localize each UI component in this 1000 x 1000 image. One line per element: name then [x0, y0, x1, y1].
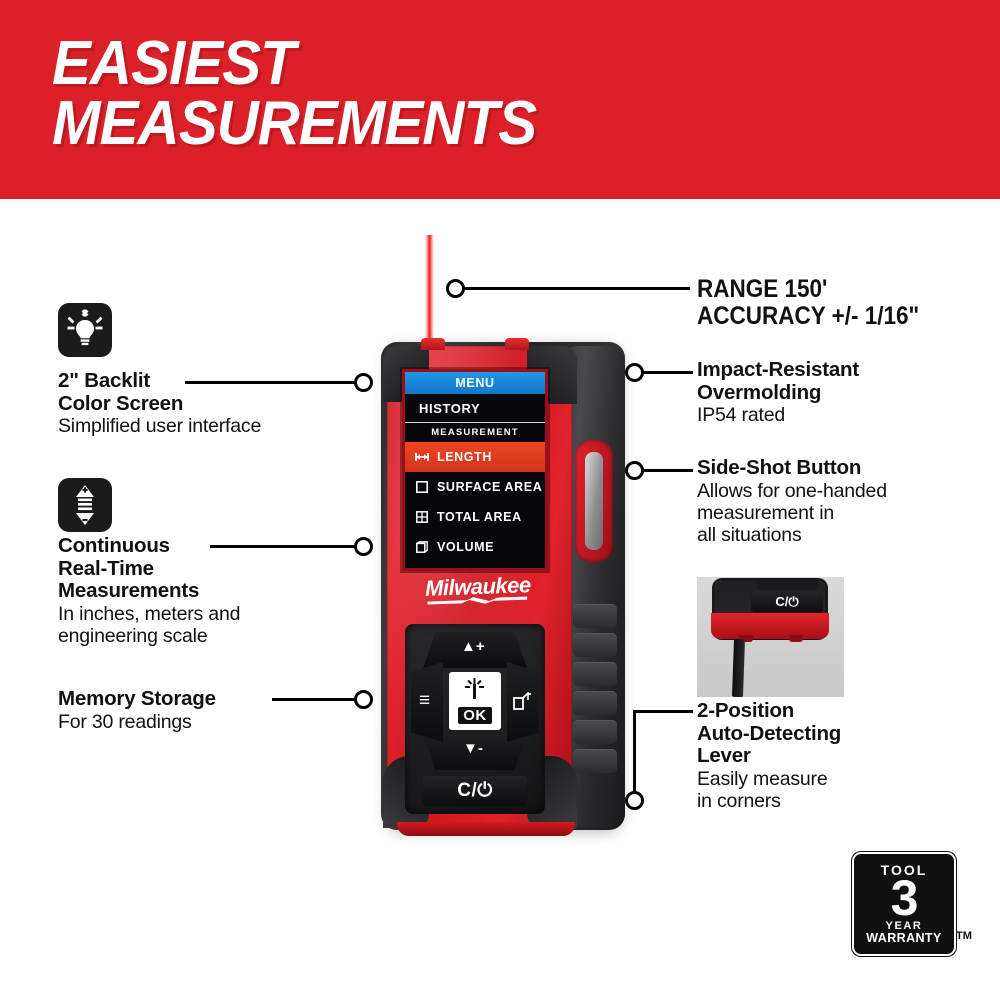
- header-band: [0, 0, 1000, 199]
- laser-emitter-nub-left: [421, 338, 445, 350]
- leader-line-overmolding: [643, 371, 693, 374]
- reference-corner-icon: [513, 691, 532, 716]
- up-button-label: ▲+: [461, 638, 485, 655]
- device-keypad: ▲+ ▼- ≡: [405, 624, 545, 814]
- device-screen: MENU HISTORY MEASUREMENT LENGTH: [405, 372, 545, 568]
- leader-line-range: [464, 287, 690, 290]
- leader-line-backlit: [185, 381, 357, 384]
- up-button[interactable]: [423, 632, 527, 668]
- device-grip-ribs: [573, 604, 617, 804]
- continuous-measure-arrow-icon: [58, 478, 112, 532]
- leader-line-lever-horizontal: [633, 710, 693, 713]
- leader-dot-overmolding: [625, 363, 644, 382]
- ok-button-label: OK: [458, 707, 492, 724]
- callout-title: Memory Storage: [58, 687, 216, 710]
- callout-subtitle: In inches, meters and engineering scale: [58, 602, 241, 647]
- down-button-label: ▼-: [463, 740, 483, 757]
- callout-title: Impact-Resistant Overmolding: [697, 358, 859, 404]
- callout-subtitle: IP54 rated: [697, 404, 785, 427]
- screen-item-label: TOTAL AREA: [437, 510, 522, 524]
- leader-dot-range: [446, 279, 465, 298]
- callout-memory-storage: Memory Storage For 30 readings: [58, 687, 216, 733]
- callout-title: 2" Backlit Color Screen: [58, 369, 184, 415]
- callout-title: RANGE 150' ACCURACY +/- 1/16": [697, 275, 920, 330]
- inset-extended-lever: [731, 638, 746, 697]
- leader-line-memory: [272, 698, 357, 701]
- leader-dot-memory: [354, 690, 373, 709]
- callout-subtitle: Easily measure in corners: [697, 767, 828, 812]
- leader-line-side-shot: [643, 469, 693, 472]
- device-side-panel: [563, 346, 625, 828]
- device-bottom-lever-lip: [397, 822, 575, 836]
- callout-impact-resistant-overmolding: Impact-Resistant Overmolding IP54 rated: [697, 358, 859, 427]
- screen-item-volume[interactable]: VOLUME: [405, 532, 545, 562]
- warranty-tool-label: TOOL: [880, 861, 928, 878]
- callout-continuous-measurements: Continuous Real-Time Measurements In inc…: [58, 534, 241, 647]
- screen-history-item[interactable]: HISTORY: [405, 394, 545, 422]
- lever-inset-photo: C/⏻: [697, 577, 844, 697]
- screen-item-label: SURFACE AREA: [437, 480, 543, 494]
- menu-button-label: ≡: [419, 690, 431, 711]
- inset-power-button: C/⏻: [751, 591, 823, 613]
- laser-emitter-nub-right: [505, 338, 529, 350]
- callout-subtitle: For 30 readings: [58, 710, 192, 733]
- screen-item-surface-area[interactable]: SURFACE AREA: [405, 472, 545, 502]
- callout-subtitle: Simplified user interface: [58, 415, 262, 438]
- warranty-trademark: TM: [956, 930, 972, 942]
- leader-line-continuous: [210, 545, 357, 548]
- cube-icon: [415, 540, 429, 554]
- warranty-years-number: 3: [890, 869, 919, 926]
- inset-notch-right: [789, 635, 803, 642]
- laser-beam: [425, 235, 434, 345]
- screen-item-label: VOLUME: [437, 540, 495, 554]
- screen-item-total-area[interactable]: TOTAL AREA: [405, 502, 545, 532]
- page-title: EASIEST MEASUREMENTS: [52, 29, 537, 159]
- ok-button[interactable]: OK: [449, 672, 501, 730]
- inset-red-base: [711, 613, 829, 639]
- leader-dot-backlit: [354, 373, 373, 392]
- power-clear-button[interactable]: C/⏻: [423, 776, 527, 806]
- leader-dot-continuous: [354, 537, 373, 556]
- inset-power-label: C/⏻: [775, 594, 799, 609]
- warranty-year-label: YEAR: [885, 919, 923, 932]
- callout-auto-detecting-lever: 2-Position Auto-Detecting Lever Easily m…: [697, 699, 842, 812]
- callout-title: Continuous Real-Time Measurements: [58, 534, 200, 603]
- callout-title: Side-Shot Button: [697, 456, 862, 479]
- callout-subtitle: Allows for one-handed measurement in all…: [697, 479, 887, 546]
- screen-item-label: LENGTH: [437, 450, 492, 464]
- side-shot-button[interactable]: [585, 452, 603, 550]
- milwaukee-logo: Milwaukee: [418, 572, 537, 610]
- inset-notch-left: [739, 635, 753, 642]
- milwaukee-wordmark: Milwaukee: [424, 572, 532, 601]
- screen-item-length[interactable]: LENGTH: [405, 442, 545, 472]
- callout-range-accuracy: RANGE 150' ACCURACY +/- 1/16": [697, 276, 944, 330]
- warranty-badge: TOOL 3 YEAR WARRANTY: [852, 852, 956, 956]
- inset-down-button: [757, 581, 817, 590]
- callout-side-shot-button: Side-Shot Button Allows for one-handed m…: [697, 456, 887, 546]
- leader-line-lever-vertical: [633, 710, 636, 794]
- callout-title: 2-Position Auto-Detecting Lever: [697, 699, 842, 768]
- warranty-warranty-label: WARRANTY: [866, 930, 942, 945]
- laser-distance-meter-device: MENU HISTORY MEASUREMENT LENGTH: [377, 336, 629, 836]
- square-icon: [415, 480, 429, 494]
- leader-dot-side-shot: [625, 461, 644, 480]
- length-icon: [415, 450, 429, 464]
- screen-menu-header: MENU: [405, 372, 545, 394]
- power-clear-label: C/⏻: [457, 780, 493, 801]
- callout-backlit-screen: 2" Backlit Color Screen Simplified user …: [58, 369, 262, 438]
- laser-measure-icon: [462, 678, 488, 705]
- backlit-bulb-icon: [58, 303, 112, 357]
- screen-section-header: MEASUREMENT: [405, 422, 545, 442]
- menu-button[interactable]: [411, 662, 443, 742]
- grid-icon: [415, 510, 429, 524]
